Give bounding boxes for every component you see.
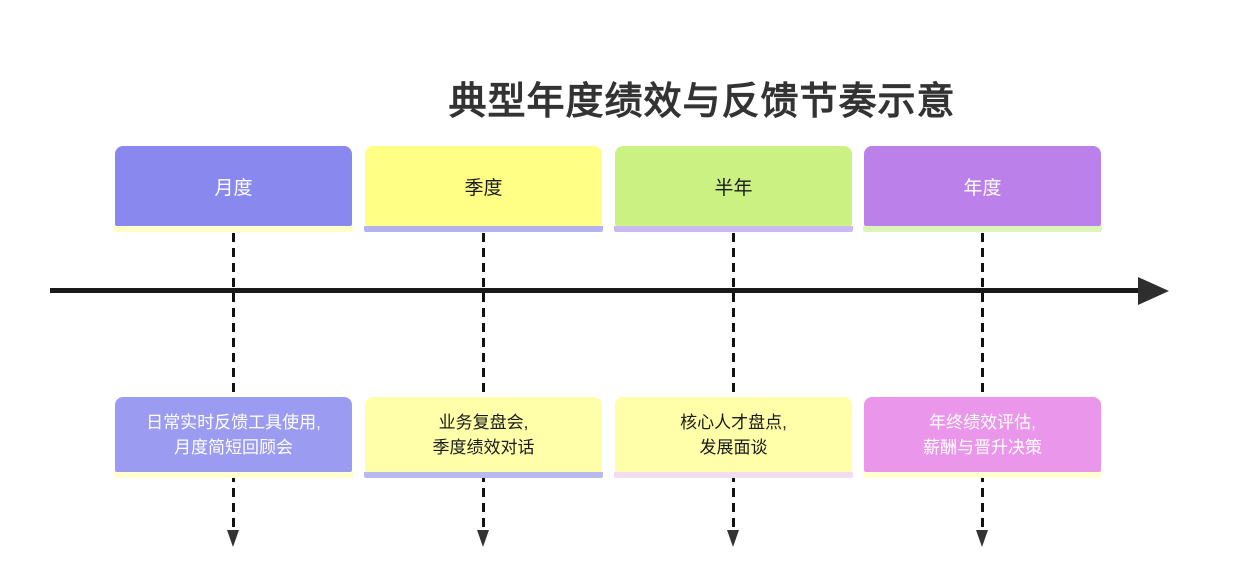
timeline-axis [50, 288, 1140, 293]
box-shadow-strip [114, 226, 353, 232]
down-arrow-icon [727, 530, 739, 547]
down-arrow-icon [477, 530, 489, 547]
detail-box-quarterly: 业务复盘会, 季度绩效对话 [364, 397, 603, 478]
dashed-connector-annual [981, 233, 984, 530]
box-shadow-strip [364, 226, 603, 232]
detail-line: 薪酬与晋升决策 [923, 437, 1042, 457]
period-label: 年度 [963, 177, 1002, 199]
detail-line: 日常实时反馈工具使用, [146, 412, 321, 432]
detail-line: 发展面谈 [699, 437, 768, 457]
box-shadow-strip [863, 472, 1102, 478]
period-box-monthly: 月度 [114, 146, 353, 232]
period-box-quarterly: 季度 [364, 146, 603, 232]
period-label: 半年 [714, 177, 753, 199]
box-shadow-strip [114, 472, 353, 478]
detail-line: 年终绩效评估, [929, 412, 1036, 432]
box-shadow-strip [614, 226, 853, 232]
dashed-connector-half-year [732, 233, 735, 530]
detail-text: 年终绩效评估, 薪酬与晋升决策 [923, 410, 1042, 460]
detail-line: 季度绩效对话 [432, 437, 535, 457]
box-shadow-strip [863, 226, 1102, 232]
box-shadow-strip [364, 472, 603, 478]
right-arrow-icon [1138, 277, 1169, 305]
detail-box-monthly: 日常实时反馈工具使用, 月度简短回顾会 [114, 397, 353, 478]
dashed-connector-monthly [232, 233, 235, 530]
detail-text: 业务复盘会, 季度绩效对话 [433, 410, 535, 460]
detail-line: 业务复盘会, [438, 412, 529, 432]
detail-line: 核心人才盘点, [680, 412, 787, 432]
period-box-half-year: 半年 [614, 146, 853, 232]
detail-text: 日常实时反馈工具使用, 月度简短回顾会 [146, 410, 321, 460]
box-shadow-strip [614, 472, 853, 478]
detail-box-half-year: 核心人才盘点, 发展面谈 [614, 397, 853, 478]
period-label: 季度 [464, 177, 503, 199]
down-arrow-icon [976, 530, 988, 547]
detail-line: 月度简短回顾会 [173, 437, 293, 457]
detail-box-annual: 年终绩效评估, 薪酬与晋升决策 [863, 397, 1102, 478]
period-label: 月度 [214, 177, 253, 199]
page-title: 典型年度绩效与反馈节奏示意 [448, 81, 956, 123]
down-arrow-icon [227, 530, 239, 547]
period-box-annual: 年度 [863, 146, 1102, 232]
detail-text: 核心人才盘点, 发展面谈 [680, 410, 787, 460]
dashed-connector-quarterly [482, 233, 485, 530]
